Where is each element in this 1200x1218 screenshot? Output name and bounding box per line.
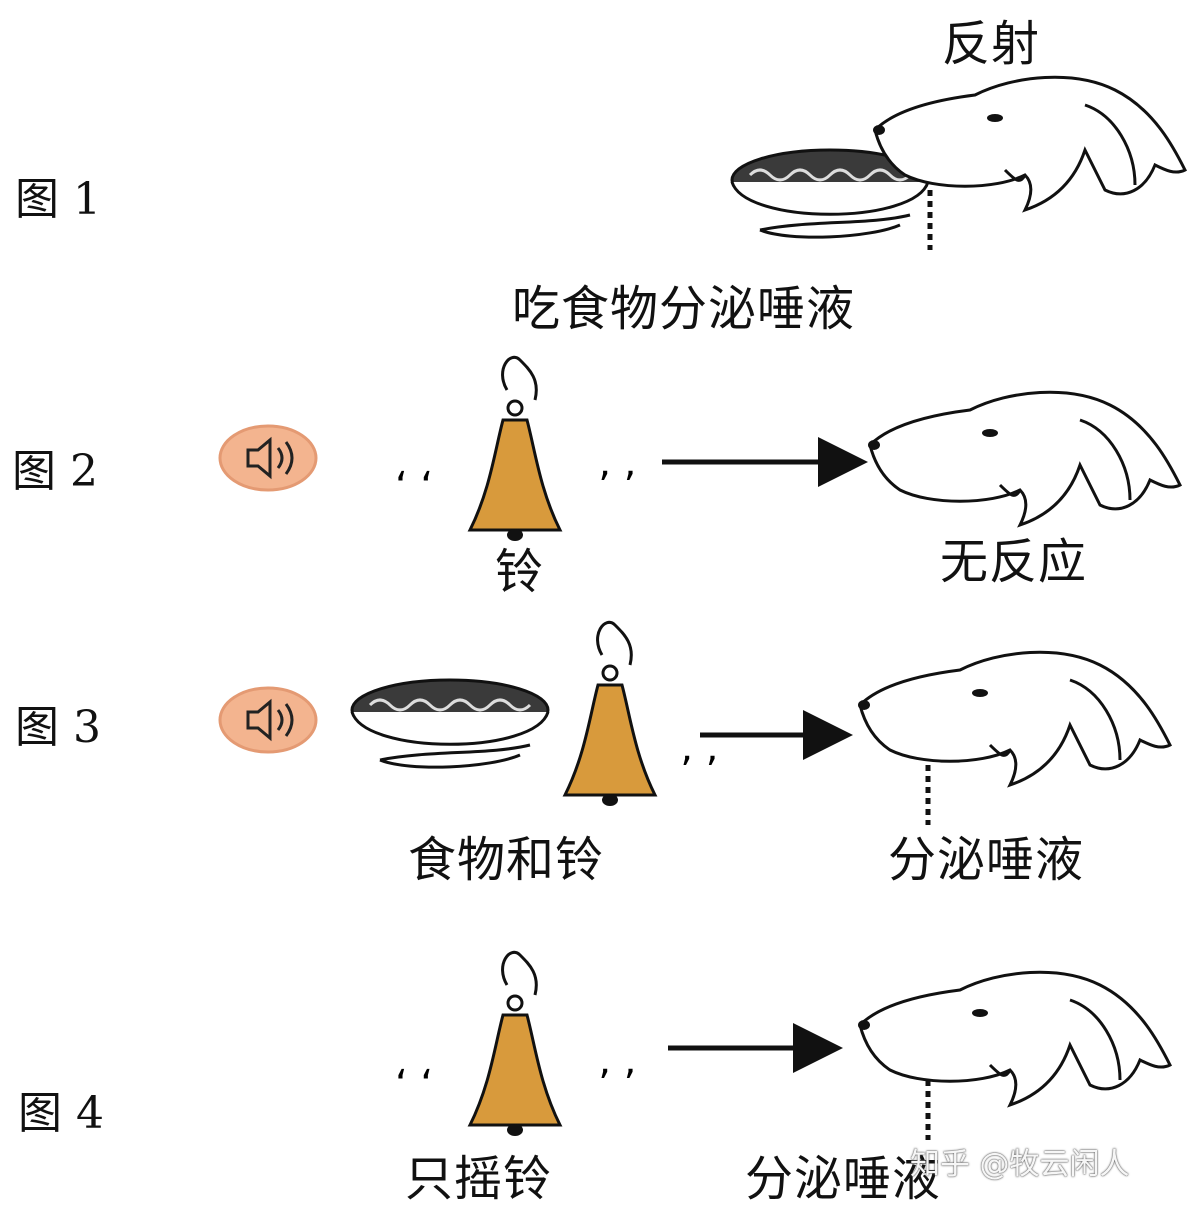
ring-sound-marks-left: ‘ ‘ xyxy=(395,464,433,510)
ring-sound-marks-right: ’ ’ xyxy=(598,1062,636,1108)
speaker-icon[interactable] xyxy=(218,424,318,492)
ring-sound-marks-left: ‘ ‘ xyxy=(395,1062,433,1108)
figure-3-label: 图 3 xyxy=(15,702,101,753)
dog-icon xyxy=(856,970,1172,1107)
figure-1-label: 图 1 xyxy=(15,174,101,225)
dog-icon xyxy=(856,650,1172,787)
ring-sound-marks-right: ’ ’ xyxy=(598,464,636,510)
bell-icon xyxy=(468,950,562,1138)
figure-3-left-caption: 食物和铃 xyxy=(408,832,605,888)
figure-2-label: 图 2 xyxy=(12,446,98,497)
figure-3-right-caption: 分泌唾液 xyxy=(888,832,1085,888)
figure-1-caption: 吃食物分泌唾液 xyxy=(512,281,856,337)
figure-4-left-caption: 只摇铃 xyxy=(405,1151,553,1207)
figure-2-right-caption: 无反应 xyxy=(940,534,1088,590)
ring-sound-marks-right: ’ ’ xyxy=(680,749,718,795)
dog-icon xyxy=(866,390,1182,527)
bell-icon xyxy=(468,355,562,543)
bell-icon xyxy=(563,620,657,808)
watermark: 知乎 @牧云闲人 xyxy=(910,1147,1130,1182)
food-bowl-icon xyxy=(350,678,550,769)
figure-4-label: 图 4 xyxy=(18,1088,104,1139)
speaker-icon[interactable] xyxy=(218,686,318,754)
figure-4-right-caption: 分泌唾液 xyxy=(745,1151,942,1207)
figure-1-top-caption: 反射 xyxy=(942,16,1041,72)
figure-2-left-caption: 铃 xyxy=(495,544,545,600)
